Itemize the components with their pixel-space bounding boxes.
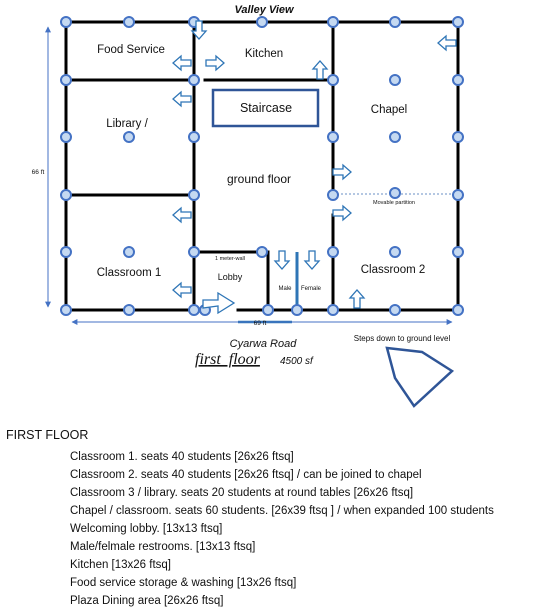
height-label: 66 ft xyxy=(32,169,45,176)
list-item: Food service storage & washing [13x26 ft… xyxy=(70,577,297,589)
floor-plan: Valley View Food Service Kitchen Library… xyxy=(32,4,464,408)
list-item: Plaza Dining area [26x26 ftsq] xyxy=(70,595,224,607)
steps-label: Steps down to ground level xyxy=(354,334,451,343)
room-library: Library / xyxy=(106,118,148,130)
room-chapel: Chapel xyxy=(371,104,407,116)
notes-title: FIRST FLOOR xyxy=(6,428,89,442)
floor-title: first floor xyxy=(195,351,261,368)
movable-partition-label: Movable partition xyxy=(373,200,415,206)
floor-area: 4500 sf xyxy=(280,356,314,367)
floor-notes: FIRST FLOOR Classroom 1. seats 40 studen… xyxy=(6,428,531,610)
room-lobby: Lobby xyxy=(218,272,243,282)
room-classroom1: Classroom 1 xyxy=(97,267,162,279)
list-item: Chapel / classroom. seats 60 students. [… xyxy=(70,505,494,517)
room-staircase: Staircase xyxy=(240,101,292,115)
door-arrows xyxy=(172,20,457,315)
room-food-service: Food Service xyxy=(97,44,165,56)
room-ground-floor: ground floor xyxy=(227,172,291,186)
list-item: Classroom 3 / library. seats 20 students… xyxy=(70,487,414,499)
steps-shape xyxy=(385,346,455,408)
room-classroom2: Classroom 2 xyxy=(361,264,426,276)
street-top-label: Valley View xyxy=(234,4,295,16)
width-label: 69 ft xyxy=(254,320,267,327)
list-item: Classroom 2. seats 40 students [26x26 ft… xyxy=(70,469,422,481)
meter-wall-label: 1 meter-wall xyxy=(215,256,245,262)
room-female: Female xyxy=(301,286,322,292)
list-item: Welcoming lobby. [13x13 ftsq] xyxy=(70,523,223,535)
list-item: Classroom 1. seats 40 students [26x26 ft… xyxy=(70,451,294,463)
staircase-box xyxy=(211,88,320,128)
notes-list: Classroom 1. seats 40 students [26x26 ft… xyxy=(6,448,531,610)
list-item: Male/felmale restrooms. [13x13 ftsq] xyxy=(70,541,256,553)
room-kitchen: Kitchen xyxy=(245,48,283,60)
street-bottom-label: Cyarwa Road xyxy=(230,338,298,350)
room-male: Male xyxy=(278,286,292,292)
list-item: Kitchen [13x26 ftsq] xyxy=(70,559,172,571)
